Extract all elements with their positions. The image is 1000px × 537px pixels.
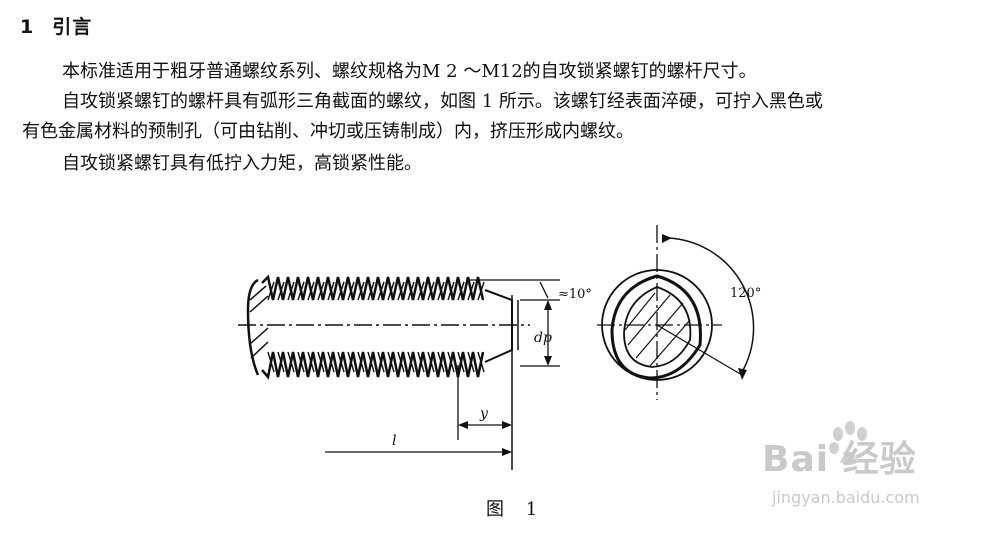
thread-root	[307, 351, 315, 373]
thread-root	[357, 281, 365, 301]
thread-root	[277, 351, 285, 373]
thread-root	[397, 281, 405, 301]
thread-root	[437, 351, 445, 373]
label-angle-small: ≈10°	[558, 287, 592, 302]
thread-root	[477, 351, 485, 373]
paragraph-description-line2: 有色金属材料的预制孔（可由钻削、冲切或压铸制成）内，挤压形成内螺纹。	[22, 121, 634, 142]
thread-root	[437, 281, 445, 301]
thread-root	[317, 281, 325, 301]
thread-root	[357, 351, 365, 373]
thread-root	[337, 351, 345, 373]
label-angle-120: 120°	[730, 286, 761, 301]
paw-icon	[829, 421, 867, 465]
thread-root	[447, 351, 455, 373]
thread-root	[407, 351, 415, 373]
bottom-thread	[261, 351, 485, 380]
thread-root	[317, 351, 325, 373]
top-thread	[261, 274, 485, 301]
hatch-left	[249, 285, 269, 359]
thread-root	[477, 281, 485, 301]
thread-root	[447, 281, 455, 301]
thread-root	[287, 281, 295, 301]
label-y: y	[479, 406, 489, 422]
thread-root	[397, 351, 405, 373]
watermark: Bai 经验 jingyan.baidu.com	[762, 421, 982, 520]
thread-root	[467, 351, 475, 373]
thread-root	[347, 351, 355, 373]
paragraph-scope: 本标准适用于粗牙普通螺纹系列、螺纹规格为M 2 ～M12的自攻锁紧螺钉的螺杆尺寸…	[62, 61, 757, 82]
thread-root	[277, 281, 285, 301]
thread-root	[337, 281, 345, 301]
top-thread-profile	[261, 274, 485, 301]
thread-root	[267, 351, 275, 373]
section-title: 引言	[52, 16, 93, 38]
thread-root	[387, 281, 395, 301]
thread-root	[377, 281, 385, 301]
label-l: l	[392, 433, 396, 449]
thread-root	[327, 351, 335, 373]
thread-root	[457, 351, 465, 373]
screw-shank-outline	[246, 278, 260, 376]
section-heading: 1 引言	[20, 12, 92, 39]
paragraph-performance: 自攻锁紧螺钉具有低拧入力矩，高锁紧性能。	[62, 153, 422, 174]
thread-root	[377, 351, 385, 373]
thread-root	[297, 281, 305, 301]
thread-root	[427, 281, 435, 301]
angle-120-arc	[667, 237, 755, 373]
thread-tip	[484, 289, 513, 363]
thread-root	[427, 351, 435, 373]
thread-root	[297, 351, 305, 373]
section-number: 1	[20, 16, 35, 38]
thread-root	[307, 281, 315, 301]
label-dp: dp	[534, 330, 552, 346]
thread-root	[457, 281, 465, 301]
watermark-url: jingyan.baidu.com	[772, 488, 920, 507]
thread-root	[417, 351, 425, 373]
cross-section	[597, 225, 755, 400]
thread-root	[287, 351, 295, 373]
thread-root	[327, 281, 335, 301]
thread-root	[387, 351, 395, 373]
paragraph-description-line1: 自攻锁紧螺钉的螺杆具有弧形三角截面的螺纹，如图 1 所示。该螺钉经表面淬硬，可拧…	[62, 91, 823, 112]
thread-root	[367, 281, 375, 301]
figure-caption: 图 1	[486, 499, 546, 520]
thread-root	[417, 281, 425, 301]
thread-root	[467, 281, 475, 301]
bottom-thread-profile	[261, 351, 485, 380]
thread-root	[347, 281, 355, 301]
thread-root	[367, 351, 375, 373]
thread-root	[267, 281, 275, 301]
thread-root	[407, 281, 415, 301]
watermark-brand: Bai 经验	[762, 439, 917, 480]
